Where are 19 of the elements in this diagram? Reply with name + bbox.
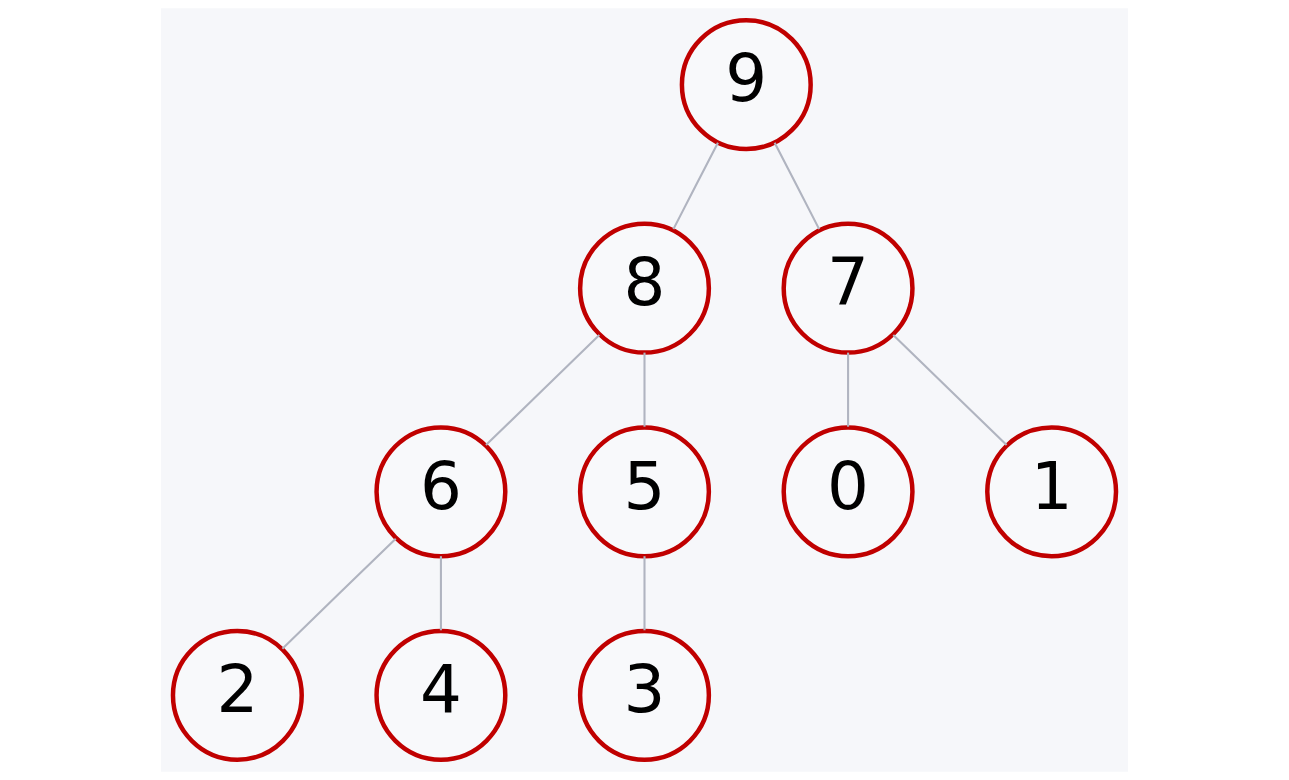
node-circle: 7 xyxy=(781,221,915,355)
node-circle: 6 xyxy=(374,425,508,559)
node-circle: 0 xyxy=(781,425,915,559)
connector xyxy=(643,352,646,427)
connector xyxy=(892,334,1008,446)
connector xyxy=(643,556,646,631)
node-circle: 2 xyxy=(170,628,304,762)
node-circle: 9 xyxy=(679,18,813,152)
node-circle: 5 xyxy=(577,425,712,559)
connector xyxy=(439,556,442,631)
connector xyxy=(485,334,601,446)
connector xyxy=(281,537,397,650)
node-circle: 3 xyxy=(577,628,712,762)
node-circle: 4 xyxy=(374,628,508,762)
connector xyxy=(672,142,719,230)
connector xyxy=(773,142,821,230)
node-circle: 8 xyxy=(577,221,712,355)
connector xyxy=(847,352,850,427)
node-circle: 1 xyxy=(985,425,1119,559)
